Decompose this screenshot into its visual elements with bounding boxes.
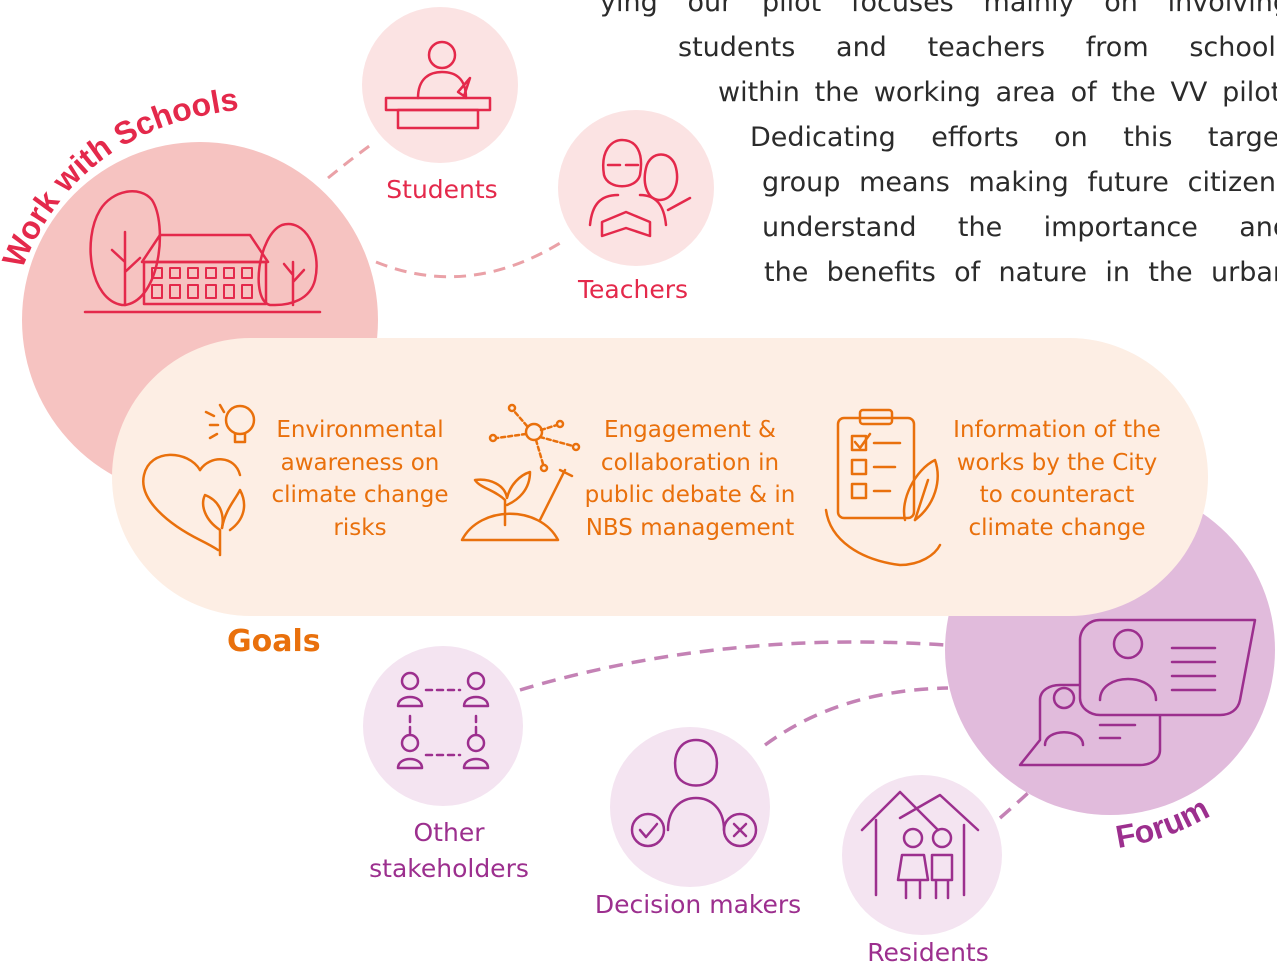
network-plant-icon (460, 403, 581, 542)
goals-title: Goals (227, 624, 321, 659)
teachers-disc (558, 110, 714, 266)
intro-line: Dedicating efforts on this target (750, 122, 1277, 153)
students-disc (362, 7, 518, 163)
intro-line: ying our pilot focuses mainly on involvi… (600, 0, 1277, 18)
forum-connectors (519, 640, 1030, 820)
intro-line: group means making future citizens (762, 167, 1277, 198)
intro-line: understand the importance and (762, 212, 1277, 243)
decision-makers-label: Decision makers (594, 890, 802, 919)
checklist-hand-icon (824, 408, 942, 567)
school-building-icon (83, 190, 322, 314)
student-desk-icon (384, 40, 492, 130)
intro-paragraph: ying our pilot focuses mainly on involvi… (600, 0, 1277, 295)
intro-line: within the working area of the VV pilot. (718, 77, 1277, 108)
residents-icon (860, 790, 980, 900)
teachers-label: Teachers (578, 275, 688, 304)
speech-bubbles-icon (1018, 618, 1257, 767)
goal-environmental-awareness: Environmental awareness on climate chang… (271, 417, 449, 541)
schools-connectors (327, 142, 566, 279)
other-stakeholders-label: Other stakeholders (369, 818, 529, 883)
stakeholders-icon (396, 671, 490, 770)
goal-information-works: Information of the works by the City to … (953, 417, 1161, 541)
stakeholders-disc (363, 646, 523, 806)
teachers-icon (588, 138, 692, 238)
decision-makers-icon (630, 738, 758, 848)
students-label: Students (386, 175, 498, 204)
intro-line: students and teachers from schools (678, 32, 1277, 63)
heart-plant-icon (142, 403, 256, 557)
intro-line: the benefits of nature in the urban (764, 257, 1277, 288)
decision-makers-disc (610, 727, 770, 887)
residents-label: Residents (867, 938, 989, 967)
goals-band (112, 338, 1208, 616)
goal-engagement-collaboration: Engagement & collaboration in public deb… (584, 417, 796, 541)
